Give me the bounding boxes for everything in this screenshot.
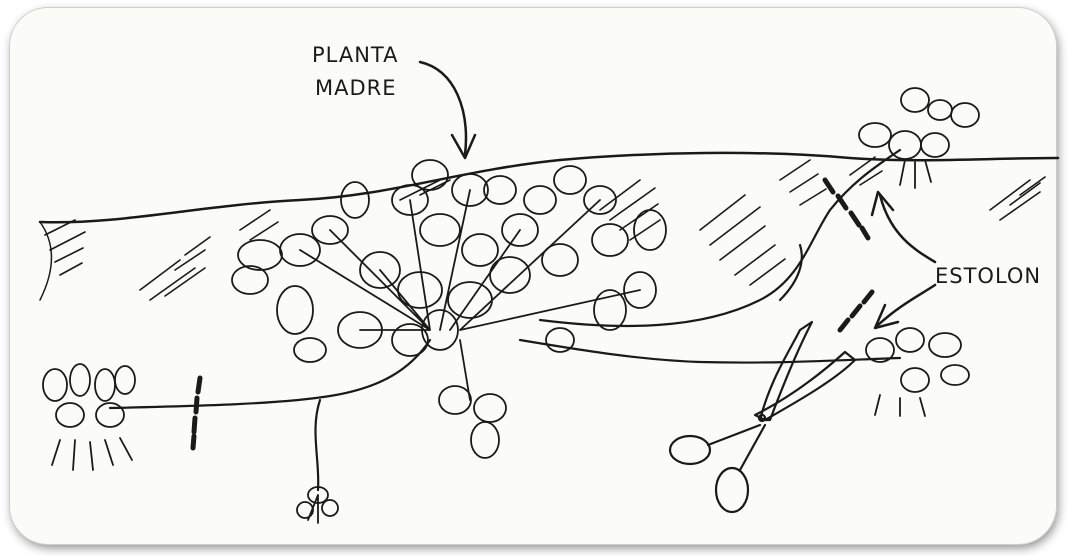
estolon-arrow-upper: [872, 192, 935, 262]
top-right-daughter-plant: [859, 88, 979, 188]
madre-label: MADRE: [315, 76, 397, 100]
planta-madre-arrow: [420, 62, 475, 158]
planta-label: PLANTA: [312, 43, 398, 67]
soil-left-slope: [40, 222, 52, 300]
left-daughter-plant: [43, 364, 135, 470]
estolon-label: ESTOLON: [935, 264, 1041, 288]
bottom-right-daughter-plant: [866, 328, 969, 416]
scissors-icon: [670, 322, 855, 512]
mother-plant: [232, 160, 666, 458]
small-plant-bottom: [297, 487, 338, 523]
estolon-arrow-lower: [875, 285, 935, 328]
